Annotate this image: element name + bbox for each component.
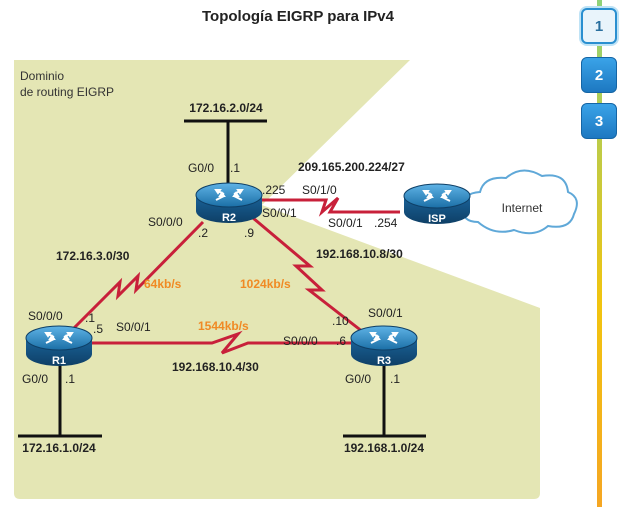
r3-g00-label: G0/0 [345, 372, 371, 386]
r1-g00-label: G0/0 [22, 372, 48, 386]
nav-rail [597, 0, 602, 507]
step-2-button[interactable]: 2 [581, 57, 617, 93]
r2-s000-label: S0/0/0 [148, 215, 183, 229]
speed-r1-r3: 1544kb/s [198, 319, 249, 333]
r2-g00-label: G0/0 [188, 161, 214, 175]
net-r2-isp: 209.165.200.224/27 [298, 160, 405, 174]
net-r2-lan: 172.16.2.0/24 [189, 101, 263, 115]
r2-s001-host: .9 [244, 226, 254, 240]
speed-r2-r3: 1024kb/s [240, 277, 291, 291]
r1-s001-label: S0/0/1 [116, 320, 151, 334]
link-r1-r3 [90, 330, 358, 355]
net-r3-lan: 192.168.1.0/24 [344, 441, 424, 455]
isp-host: .254 [374, 216, 398, 230]
step-1-button[interactable]: 1 [581, 8, 617, 44]
net-r1-r2: 172.16.3.0/30 [56, 249, 130, 263]
r3-s000-label: S0/0/0 [283, 334, 318, 348]
r2-isp-host: .225 [262, 183, 286, 197]
r2-s001-label: S0/0/1 [262, 206, 297, 220]
net-r1-r3: 192.168.10.4/30 [172, 360, 259, 374]
cloud-label: Internet [502, 201, 543, 215]
router-r1-name: R1 [52, 355, 66, 367]
r3-s001-host: .10 [332, 314, 349, 328]
router-r3-name: R3 [377, 355, 391, 367]
r2-s010-label: S0/1/0 [302, 183, 337, 197]
zone-label-line2: de routing EIGRP [20, 85, 114, 99]
r1-s000-host: .1 [85, 311, 95, 325]
r1-g00-host: .1 [65, 372, 75, 386]
r2-g00-host: .1 [230, 161, 240, 175]
router-r2-name: R2 [222, 212, 236, 224]
router-r3[interactable]: R3 [350, 325, 418, 367]
r1-s000-label: S0/0/0 [28, 309, 63, 323]
link-r2-r3 [252, 216, 373, 341]
isp-s001-label: S0/0/1 [328, 216, 363, 230]
router-r2[interactable]: R2 [195, 182, 263, 224]
router-r1[interactable]: R1 [25, 325, 93, 367]
step-navigation: 1 2 3 [578, 0, 626, 507]
zone-label-line1: Dominio [20, 69, 64, 83]
r3-g00-host: .1 [390, 372, 400, 386]
step-3-button[interactable]: 3 [581, 103, 617, 139]
router-isp[interactable]: ISP [403, 183, 471, 225]
internet-cloud: Internet [461, 169, 578, 235]
eigrp-domain-zone [14, 60, 540, 499]
r1-s001-host: .5 [93, 322, 103, 336]
r3-s001-label: S0/0/1 [368, 306, 403, 320]
r3-s000-host: .6 [336, 334, 346, 348]
diagram-title: Topología EIGRP para IPv4 [202, 8, 395, 25]
link-r1-r2 [70, 220, 205, 332]
r2-s000-host: .2 [198, 226, 208, 240]
link-r2-isp [258, 196, 400, 217]
speed-r1-r2: 64kb/s [144, 277, 182, 291]
net-r1-lan: 172.16.1.0/24 [22, 441, 96, 455]
net-r2-r3: 192.168.10.8/30 [316, 247, 403, 261]
router-isp-name: ISP [428, 213, 446, 225]
